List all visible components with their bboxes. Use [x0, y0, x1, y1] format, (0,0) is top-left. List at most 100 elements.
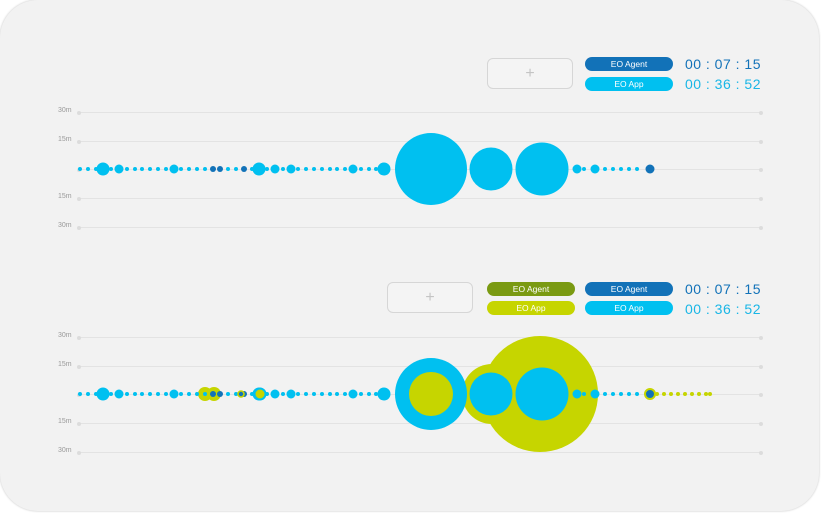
axis-label-30m-top: 30m [58, 107, 72, 114]
timeline-dot [708, 392, 712, 396]
timeline-dot [179, 392, 183, 396]
timeline-bubble [114, 164, 124, 174]
timeline-dot [78, 392, 82, 396]
timeline-dot [312, 167, 316, 171]
timeline-dot [312, 392, 316, 396]
timeline-bubble [645, 164, 655, 174]
timeline-dot [179, 167, 183, 171]
add-button[interactable]: + [487, 58, 573, 89]
timeline-dot [296, 167, 300, 171]
timer-eo-app: 00 : 36 : 52 [684, 301, 761, 317]
timeline-dot [304, 392, 308, 396]
timeline-bubble [96, 387, 110, 401]
timeline-dot [234, 167, 238, 171]
timeline-bubble-large [515, 367, 569, 421]
timeline-bubble-overlay [237, 390, 245, 398]
axis-label-15m-bottom: 15m [58, 193, 72, 200]
timeline-dot [281, 392, 285, 396]
timeline-dot [572, 164, 582, 174]
timeline-dot [603, 167, 607, 171]
timeline-dot [140, 167, 144, 171]
legend-eo-agent[interactable]: EO Agent [585, 57, 673, 71]
legend-eo-agent-green[interactable]: EO Agent [487, 282, 575, 296]
timeline-dot [125, 167, 129, 171]
timeline-dot [697, 392, 701, 396]
timeline-dot [217, 166, 223, 172]
timeline-dot [320, 392, 324, 396]
timeline-dot [148, 392, 152, 396]
timeline-dot [164, 392, 168, 396]
timeline-dot [627, 167, 631, 171]
timeline-bubble [169, 164, 179, 174]
timeline-dot [320, 167, 324, 171]
timeline-dot [690, 392, 694, 396]
timeline-dot [683, 392, 687, 396]
timeline-dot [133, 167, 137, 171]
timeline-dot [241, 166, 247, 172]
timeline-bubble [252, 162, 266, 176]
timeline-dot [109, 392, 113, 396]
timeline-dot [635, 167, 639, 171]
legend-eo-app[interactable]: EO App [585, 301, 673, 315]
timeline-dot [582, 392, 586, 396]
timeline-bubble [348, 164, 358, 174]
timeline-dot [328, 167, 332, 171]
timeline-dot [572, 389, 582, 399]
timeline-dot [655, 392, 659, 396]
timeline-dot [156, 167, 160, 171]
timeline-dot [234, 392, 238, 396]
timeline-dot [125, 392, 129, 396]
timeline-dot [164, 167, 168, 171]
timeline-dot [217, 391, 223, 397]
timer-eo-agent: 00 : 07 : 15 [684, 281, 761, 297]
timeline-bubble [96, 162, 110, 176]
timeline-dot [86, 392, 90, 396]
timeline-dot [187, 392, 191, 396]
timeline-bubble [286, 389, 296, 399]
timeline-dot [374, 392, 378, 396]
timeline-bubble-overlay [644, 388, 656, 400]
timeline-bubble-large [469, 147, 513, 191]
add-button[interactable]: + [387, 282, 473, 313]
timeline-dot [374, 167, 378, 171]
timeline-dot [335, 167, 339, 171]
timeline-dot [343, 167, 347, 171]
timeline-dot [210, 166, 216, 172]
timeline-dot [187, 167, 191, 171]
legend-eo-app-lime[interactable]: EO App [487, 301, 575, 315]
timeline-bubble-overlay [253, 387, 267, 401]
timeline-bubble [270, 389, 280, 399]
timeline-dot [619, 167, 623, 171]
plus-icon: + [425, 288, 435, 306]
timeline-dot [203, 392, 207, 396]
timeline-dot [590, 164, 600, 174]
timeline-dot [226, 392, 230, 396]
axis-label-30m-top: 30m [58, 332, 72, 339]
timeline-dot [669, 392, 673, 396]
timeline-dot [304, 167, 308, 171]
timeline-dot [265, 167, 269, 171]
timeline-dot [367, 392, 371, 396]
timeline-dot [109, 167, 113, 171]
timeline-bubble [348, 389, 358, 399]
timeline-dot [359, 167, 363, 171]
timeline-dot [140, 392, 144, 396]
timeline-dot [367, 167, 371, 171]
timeline-dot [335, 392, 339, 396]
timeline-bubble-overlay [409, 372, 453, 416]
timeline-dot [195, 167, 199, 171]
timeline-dot [676, 392, 680, 396]
gridline [77, 110, 763, 115]
timeline-dot [210, 391, 216, 397]
timeline-dot [704, 392, 708, 396]
timeline-bubble [114, 389, 124, 399]
timeline-dot [78, 167, 82, 171]
timeline-dot [133, 392, 137, 396]
timeline-dot [281, 167, 285, 171]
legend-eo-agent[interactable]: EO Agent [585, 282, 673, 296]
plus-icon: + [525, 64, 535, 82]
legend-eo-app[interactable]: EO App [585, 77, 673, 91]
timeline-bubble [377, 387, 391, 401]
timeline-dot [627, 392, 631, 396]
timeline-dot [195, 392, 199, 396]
